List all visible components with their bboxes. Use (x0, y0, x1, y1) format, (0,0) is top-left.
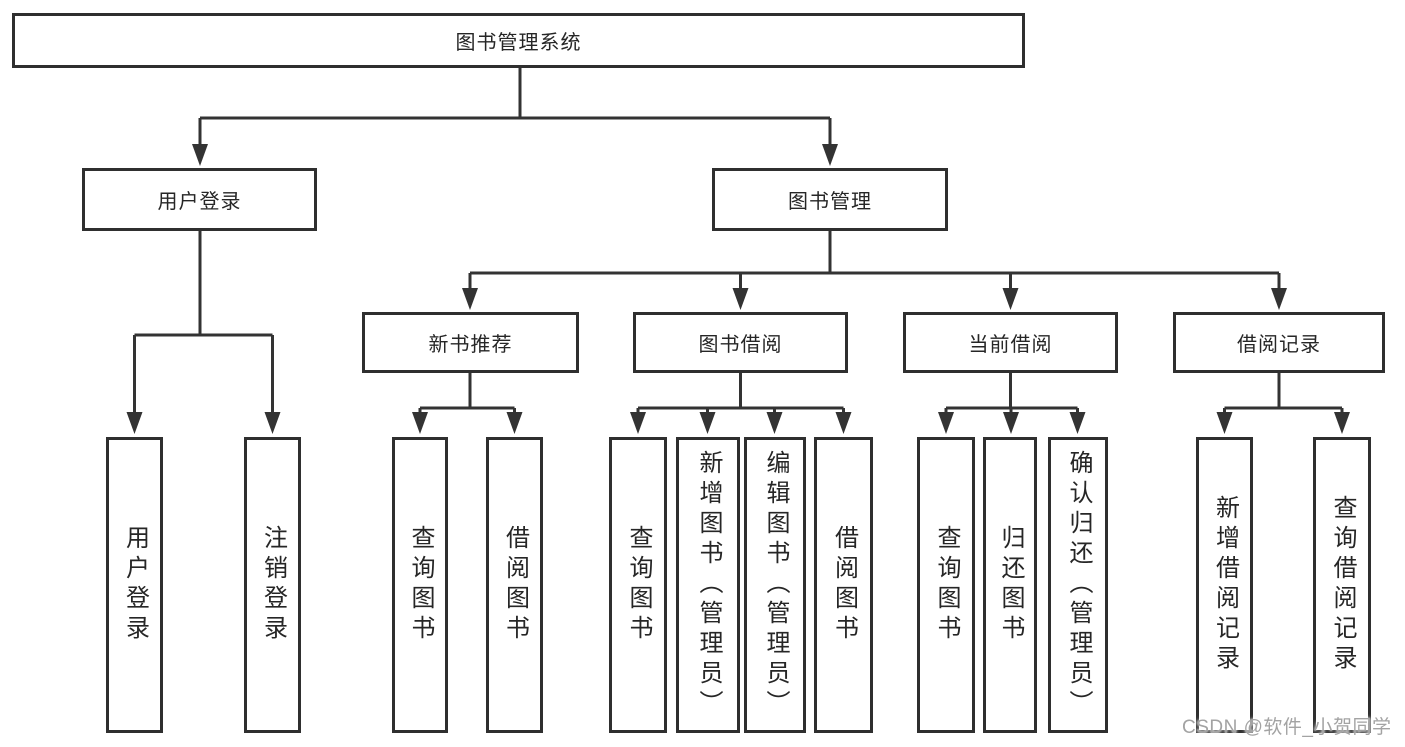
node-new-book-recommend: 新书推荐 (362, 312, 579, 373)
leaf-bb-edit-book-admin-label: 编辑图书（管理员） (762, 450, 789, 720)
node-borrowing-records-label: 借阅记录 (1237, 334, 1321, 356)
leaf-user-login-label: 用户登录 (121, 525, 149, 645)
node-user-login: 用户登录 (82, 168, 317, 231)
leaf-logout: 注销登录 (244, 437, 301, 733)
node-root-label: 图书管理系统 (455, 32, 582, 54)
leaf-cb-confirm-return-admin: 确认归还（管理员） (1048, 437, 1108, 733)
leaf-br-query-record: 查询借阅记录 (1313, 437, 1371, 733)
leaf-cb-query-books: 查询图书 (917, 437, 975, 733)
leaf-nbr-borrow-books-label: 借阅图书 (501, 525, 529, 645)
leaf-bb-borrow-books: 借阅图书 (814, 437, 873, 733)
node-current-borrowing: 当前借阅 (903, 312, 1118, 373)
leaf-bb-query-books: 查询图书 (609, 437, 667, 733)
leaf-bb-edit-book-admin: 编辑图书（管理员） (744, 437, 806, 733)
leaf-cb-confirm-return-admin-label: 确认归还（管理员） (1065, 450, 1092, 720)
leaf-bb-borrow-books-label: 借阅图书 (830, 525, 858, 645)
node-borrowing-records: 借阅记录 (1173, 312, 1385, 373)
node-root: 图书管理系统 (12, 13, 1025, 68)
leaf-bb-add-book-admin-label: 新增图书（管理员） (695, 450, 722, 720)
node-book-borrowing: 图书借阅 (633, 312, 848, 373)
leaf-nbr-query-books: 查询图书 (392, 437, 448, 733)
leaf-cb-return-books: 归还图书 (983, 437, 1037, 733)
leaf-cb-return-books-label: 归还图书 (997, 525, 1024, 645)
node-new-book-recommend-label: 新书推荐 (428, 334, 513, 356)
leaf-br-add-record: 新增借阅记录 (1196, 437, 1253, 733)
leaf-cb-query-books-label: 查询图书 (933, 525, 960, 645)
node-book-management-label: 图书管理 (788, 191, 872, 213)
csdn-watermark: CSDN @软件_小贺同学 (1182, 717, 1392, 738)
leaf-br-query-record-label: 查询借阅记录 (1329, 495, 1356, 675)
leaf-user-login: 用户登录 (106, 437, 163, 733)
leaf-bb-add-book-admin: 新增图书（管理员） (676, 437, 740, 733)
leaf-nbr-borrow-books: 借阅图书 (486, 437, 543, 733)
leaf-logout-label: 注销登录 (259, 525, 287, 645)
node-book-borrowing-label: 图书借阅 (698, 334, 783, 356)
leaf-br-add-record-label: 新增借阅记录 (1211, 495, 1239, 675)
leaf-nbr-query-books-label: 查询图书 (407, 525, 434, 645)
node-current-borrowing-label: 当前借阅 (968, 334, 1053, 356)
leaf-bb-query-books-label: 查询图书 (625, 525, 652, 645)
connector-strokes (133, 68, 1344, 418)
node-user-login-label: 用户登录 (157, 191, 242, 213)
arrowheads (126, 144, 1350, 434)
node-book-management: 图书管理 (712, 168, 948, 231)
